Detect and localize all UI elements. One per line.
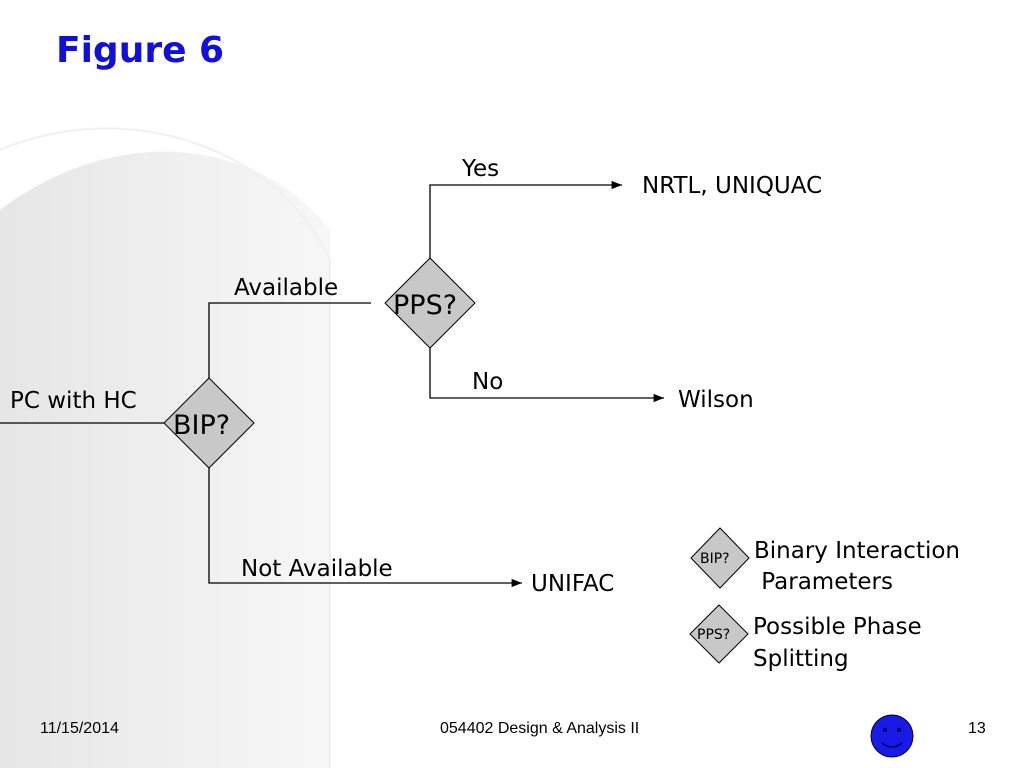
no-label: No [472,369,503,395]
legend: BIP? Binary Interaction Parameters PPS? … [689,527,960,672]
background-arc [0,151,330,768]
not-available-label: Not Available [241,556,393,582]
available-edge [208,302,371,378]
unifac-label: UNIFAC [531,571,614,597]
legend-bip-symbol: BIP? [700,551,730,567]
legend-pps-diamond [689,604,749,664]
footer-course: 054402 Design & Analysis II [440,720,639,737]
legend-pps-line1: Possible Phase [753,614,922,640]
slide-title: Figure 6 [56,30,224,71]
smiley-face-icon [870,714,914,758]
legend-bip-line1: Binary Interaction [754,538,960,564]
legend-bip-diamond [690,527,750,589]
no-edge [429,348,664,403]
footer-page-number: 13 [968,720,986,737]
available-label: Available [234,275,338,301]
background-arc-edge [0,127,331,768]
yes-edge [429,180,622,258]
legend-bip-line2: Parameters [754,569,893,595]
bip-decision-diamond [163,377,255,469]
nrtl-uniquac-label: NRTL, UNIQUAC [642,173,822,199]
wilson-label: Wilson [678,387,754,413]
footer-date: 11/15/2014 [40,720,119,737]
connectors [0,180,664,588]
yes-label: Yes [461,156,499,182]
pps-label: PPS? [393,290,457,321]
legend-pps-line2: Splitting [753,646,849,672]
not-available-edge [208,468,522,588]
bip-label: BIP? [173,410,230,441]
pps-decision-diamond [384,257,476,349]
input-label: PC with HC [10,388,137,414]
legend-pps-symbol: PPS? [697,627,730,643]
